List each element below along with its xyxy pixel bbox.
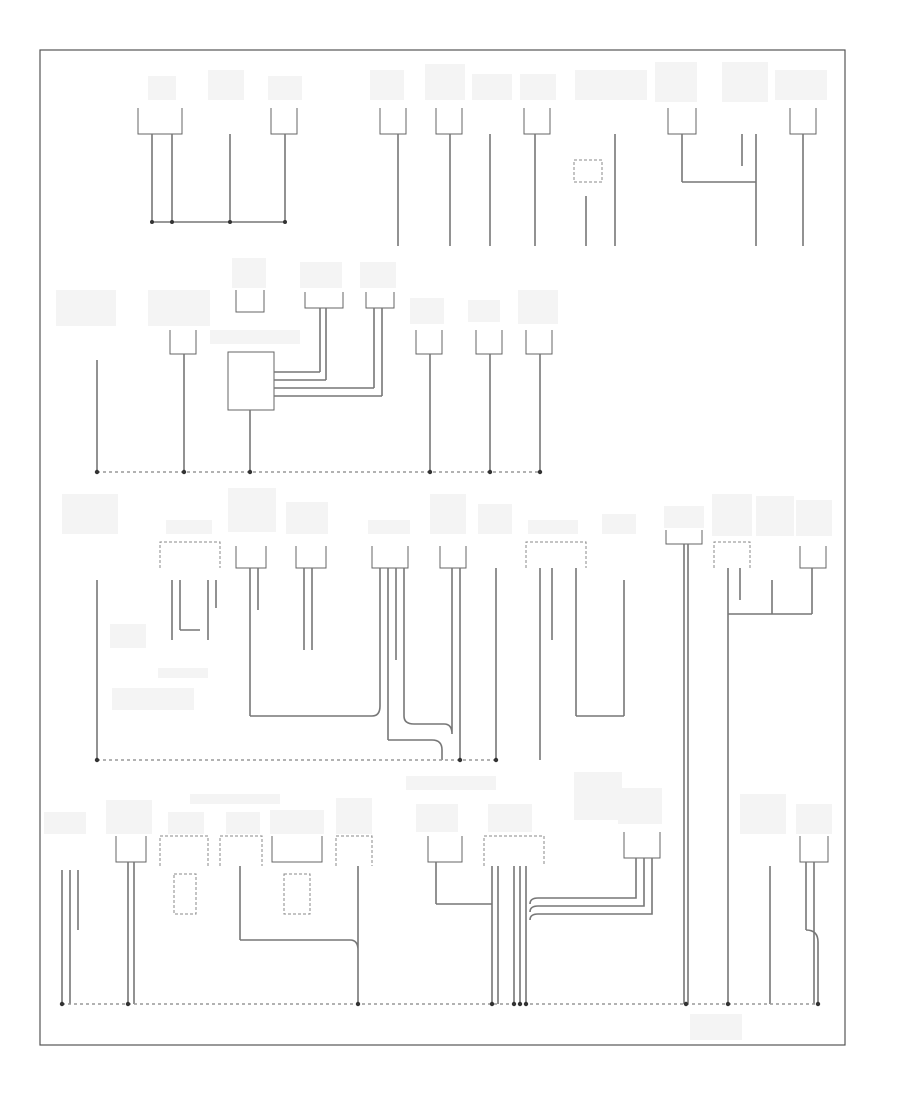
row-2-components bbox=[56, 258, 558, 475]
row-1-wires bbox=[151, 134, 804, 246]
row-3-junctions bbox=[94, 757, 499, 763]
connector-block bbox=[667, 108, 697, 135]
diagram-frame bbox=[39, 49, 846, 1046]
sensor-box bbox=[573, 159, 603, 183]
row-4-junctions bbox=[59, 1001, 821, 1007]
connector-block bbox=[523, 108, 551, 135]
row-1-label-placeholders bbox=[148, 62, 827, 102]
row-1-components bbox=[137, 62, 827, 246]
connector-block bbox=[270, 108, 298, 135]
module-box bbox=[227, 351, 275, 411]
connector-block bbox=[789, 108, 817, 135]
row-2-junctions bbox=[94, 469, 543, 475]
connector-block bbox=[379, 108, 407, 135]
row-4-label-placeholders bbox=[44, 772, 832, 1040]
row-2-wires bbox=[96, 308, 541, 472]
row-4-wires bbox=[61, 858, 819, 1004]
row-3-components bbox=[62, 488, 832, 1004]
connector-block bbox=[435, 108, 463, 135]
row-1-junctions bbox=[150, 220, 287, 224]
connector-block bbox=[137, 108, 183, 135]
row-3-wires bbox=[96, 544, 813, 1004]
row-3-label-placeholders bbox=[62, 488, 832, 710]
row-2-label-placeholders bbox=[56, 258, 558, 344]
row-4-components bbox=[44, 772, 832, 1040]
